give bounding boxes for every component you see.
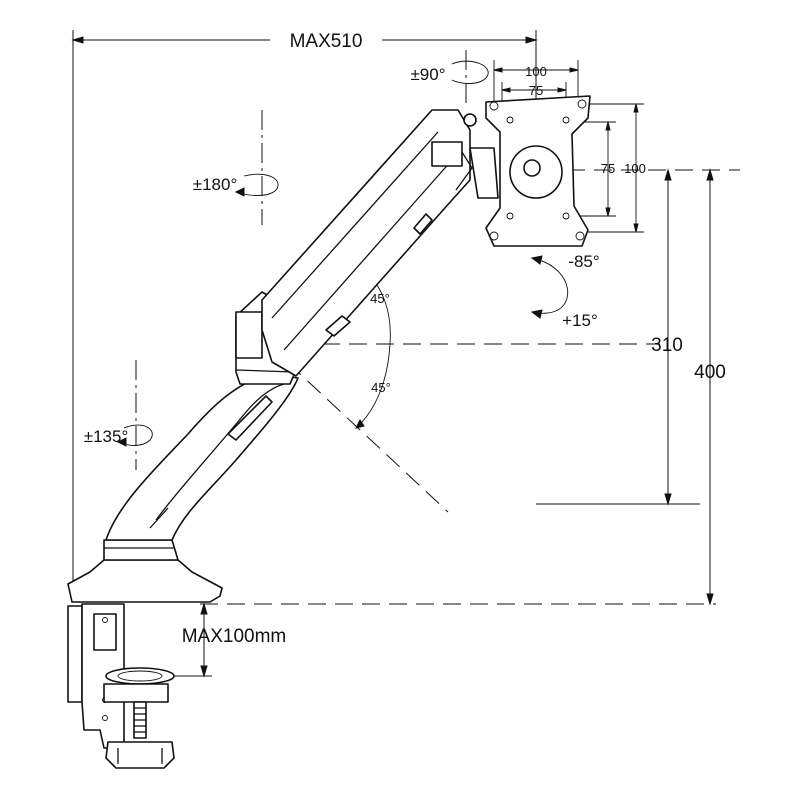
max-reach-dimension: MAX510: [71, 30, 538, 590]
tilt-90-label: ±90°: [410, 65, 445, 84]
vesa-v75-label: 75: [601, 161, 615, 176]
vesa-h100-label: 100: [525, 64, 547, 79]
clamp-thickness-label: MAX100mm: [182, 626, 287, 647]
upper-arm: [261, 109, 473, 377]
height-310-label: 310: [651, 335, 683, 356]
tilt-down-label: -85°: [568, 252, 599, 271]
arm-up-angle-label: 45°: [370, 291, 390, 306]
tilt-head: [431, 113, 499, 199]
tilt-90-indicator: ±90°: [410, 50, 489, 108]
vesa-v100-label: 100: [624, 161, 646, 176]
tilt-up-label: +15°: [562, 311, 598, 330]
swivel-135-indicator: ±135°: [84, 360, 153, 470]
arm-down-angle-label: 45°: [371, 380, 391, 395]
swivel-135-label: ±135°: [84, 427, 129, 446]
swivel-180-indicator: ±180°: [193, 110, 279, 225]
vesa-plate: [485, 95, 591, 247]
max-reach-label: MAX510: [290, 31, 363, 52]
arm-base: [67, 539, 223, 603]
height-400-label: 400: [694, 362, 726, 383]
lower-arm: [105, 373, 299, 541]
vesa-dimensions: 100 75 75 100: [493, 60, 646, 233]
swivel-180-label: ±180°: [193, 175, 238, 194]
vesa-h75-label: 75: [529, 83, 543, 98]
desk-clamp: [67, 603, 175, 769]
height-dimensions: 310 400: [200, 168, 740, 606]
tilt-range-indicator: -85° +15°: [530, 252, 600, 330]
monitor-arm: [67, 95, 591, 769]
